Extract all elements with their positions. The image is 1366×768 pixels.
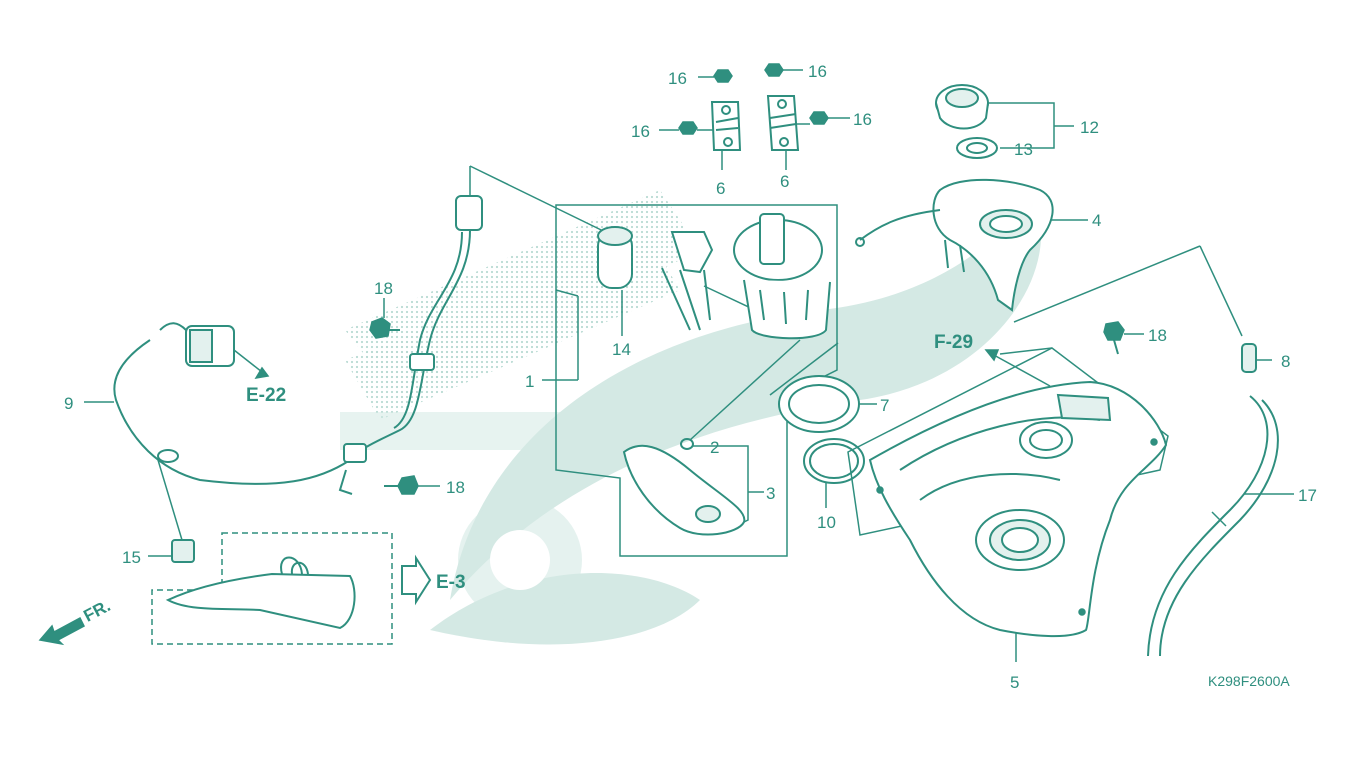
part-7-label: 7	[880, 396, 889, 415]
part-16-label: 16	[853, 110, 872, 129]
part-13-label: 13	[1014, 140, 1033, 159]
fuel-pump-group	[469, 165, 838, 557]
part-14-label: 14	[612, 340, 631, 359]
part-9-label: 9	[64, 394, 73, 413]
bracket-assembly-right	[764, 63, 850, 170]
diagram-code: K298F2600A	[1208, 673, 1290, 689]
part-18-label: 18	[1148, 326, 1167, 345]
part-3-label: 3	[766, 484, 775, 503]
part-18-label: 18	[446, 478, 465, 497]
part-4-label: 4	[1092, 211, 1101, 230]
reference-e22: E-22	[246, 385, 286, 406]
fuel-tank	[847, 347, 1169, 662]
part-17-label: 17	[1298, 486, 1317, 505]
part-6-label: 6	[780, 172, 789, 191]
part-6-label: 6	[716, 179, 725, 198]
wiring-harness	[84, 166, 483, 495]
front-direction-indicator: FR.	[38, 596, 114, 646]
reference-e3: E-3	[436, 572, 466, 593]
pump-seal-rings	[769, 342, 877, 508]
breather-hose	[1013, 245, 1294, 657]
bolts	[369, 298, 1144, 495]
part-8-label: 8	[1281, 352, 1290, 371]
part-16-label: 16	[668, 69, 687, 88]
reference-arrow-f29	[984, 349, 1051, 387]
part-2-label: 2	[710, 438, 719, 457]
part-1-label: 1	[525, 372, 534, 391]
reference-f29: F-29	[934, 332, 973, 353]
part-18-label: 18	[374, 279, 393, 298]
part-5-label: 5	[1010, 673, 1019, 692]
fuel-cap-assembly	[935, 84, 1074, 159]
part-16-label: 16	[631, 122, 650, 141]
harness-clip	[148, 449, 432, 645]
bracket-assembly-left	[659, 69, 742, 170]
part-12-label: 12	[1080, 118, 1099, 137]
front-label: FR.	[80, 596, 113, 626]
filler-neck	[855, 178, 1088, 312]
part-10-label: 10	[817, 513, 836, 532]
part-15-label: 15	[122, 548, 141, 567]
part-16-label: 16	[808, 62, 827, 81]
